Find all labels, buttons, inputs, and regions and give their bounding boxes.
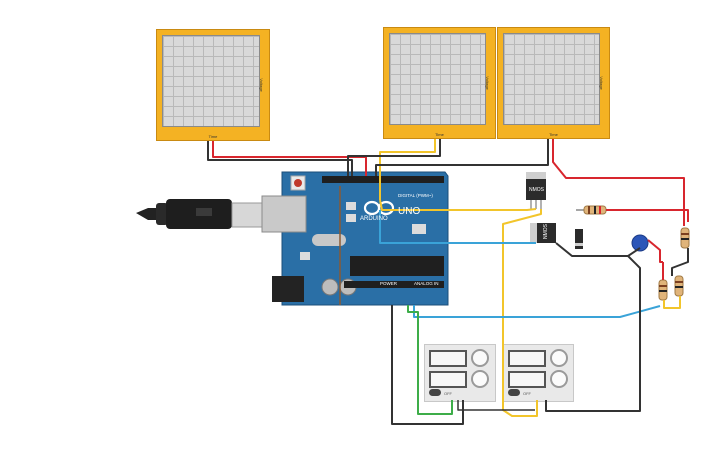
mosfet-2-label: NMOS: [543, 223, 549, 239]
power-label: POWER: [380, 281, 398, 286]
arduino-logo-text: ARDUINO: [360, 216, 388, 222]
current-display: [508, 371, 546, 388]
power-supply-1[interactable]: OFF: [424, 344, 496, 402]
current-knob[interactable]: [471, 370, 489, 388]
switch-label: OFF: [523, 391, 531, 396]
voltage-knob[interactable]: [471, 349, 489, 367]
voltage-display: [508, 350, 546, 367]
time-label: Time: [435, 132, 444, 137]
resistor-4[interactable]: [674, 275, 684, 297]
oscilloscope-2[interactable]: Time Voltage: [383, 27, 496, 139]
voltage-display: [429, 350, 467, 367]
analog-in-label: ANALOG IN: [414, 281, 439, 286]
mosfet-1-label: NMOS: [529, 187, 545, 193]
usb-cable[interactable]: [136, 199, 265, 229]
current-knob[interactable]: [550, 370, 568, 388]
arduino-model-text: UNO: [398, 206, 420, 217]
capacitor[interactable]: [631, 234, 649, 252]
current-display: [429, 371, 467, 388]
oscilloscope-screen: [389, 33, 486, 125]
mosfet-2[interactable]: [530, 223, 556, 243]
oscilloscope-screen: [162, 35, 260, 127]
wires[interactable]: [207, 139, 689, 425]
power-switch[interactable]: [429, 389, 441, 396]
voltage-knob[interactable]: [550, 349, 568, 367]
mosfet-1[interactable]: [526, 172, 546, 209]
resistor-3[interactable]: [658, 279, 668, 301]
arduino-uno-board[interactable]: [261, 171, 449, 306]
time-label: Time: [208, 134, 218, 139]
switch-label: OFF: [444, 391, 452, 396]
time-label: Time: [549, 132, 558, 137]
power-switch[interactable]: [508, 389, 520, 396]
diode[interactable]: [575, 229, 583, 249]
resistor-2[interactable]: [680, 227, 690, 249]
oscilloscope-screen: [503, 33, 600, 125]
oscilloscope-1[interactable]: Time Voltage: [156, 29, 270, 141]
power-supply-2[interactable]: OFF: [503, 344, 574, 402]
digital-pins-label: DIGITAL (PWM~): [398, 193, 433, 198]
oscilloscope-3[interactable]: Time Voltage: [497, 27, 610, 139]
